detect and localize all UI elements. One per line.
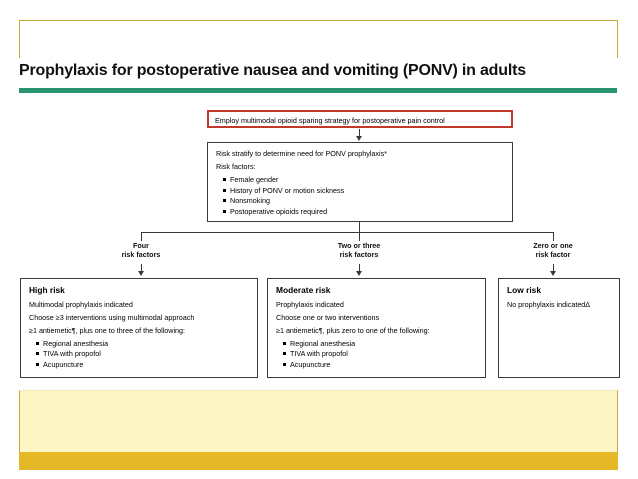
low-risk-box: Low risk No prophylaxis indicatedΔ (498, 278, 620, 378)
moderate-risk-interventions: Regional anesthesia TIVA with propofol A… (276, 339, 477, 369)
list-item: Regional anesthesia (283, 339, 477, 348)
risk-factors-list: Female gender History of PONV or motion … (216, 175, 504, 216)
footer-cream-band (19, 390, 618, 452)
arrowhead-icon (356, 271, 362, 276)
connector-to-moderate-risk (359, 264, 360, 273)
branch-label-two-or-three: Two or three risk factors (309, 241, 409, 260)
moderate-risk-line-1: Prophylaxis indicated (276, 299, 344, 309)
list-item: Female gender (223, 175, 504, 184)
high-risk-title: High risk (29, 285, 65, 295)
moderate-risk-line-2: Choose one or two interventions (276, 312, 380, 322)
connector-stratify-down (359, 222, 360, 232)
list-item: Nonsmoking (223, 196, 504, 205)
arrowhead-icon (138, 271, 144, 276)
connector-opioid-to-stratify (359, 129, 360, 137)
connector-horizontal-bus (141, 232, 554, 233)
page-title: Prophylaxis for postoperative nausea and… (19, 62, 526, 79)
branch-label-line2: risk factor (535, 250, 571, 260)
risk-stratify-heading: Risk stratify to determine need for PONV… (216, 149, 387, 158)
list-item: TIVA with propofol (36, 349, 249, 358)
title-divider (19, 88, 617, 93)
risk-stratify-box: Risk stratify to determine need for PONV… (207, 142, 513, 222)
connector-branch-middle (359, 232, 360, 241)
branch-label-zero-or-one: Zero or one risk factor (503, 241, 603, 260)
list-item: Acupuncture (36, 360, 249, 369)
high-risk-box: High risk Multimodal prophylaxis indicat… (20, 278, 258, 378)
branch-label-line1: Four (133, 241, 149, 250)
opioid-strategy-text: Employ multimodal opioid sparing strateg… (215, 116, 445, 125)
moderate-risk-line-3: ≥1 antiemetic¶, plus zero to one of the … (276, 325, 430, 335)
connector-branch-right (553, 232, 554, 241)
arrowhead-icon (356, 136, 362, 141)
connector-to-high-risk (141, 264, 142, 273)
moderate-risk-title: Moderate risk (276, 285, 331, 295)
high-risk-interventions: Regional anesthesia TIVA with propofol A… (29, 339, 249, 369)
slide-header-frame (19, 20, 618, 58)
list-item: Regional anesthesia (36, 339, 249, 348)
arrowhead-icon (550, 271, 556, 276)
high-risk-line-2: Choose ≥3 interventions using multimodal… (29, 312, 195, 322)
branch-label-line1: Zero or one (533, 241, 573, 250)
footer-gold-band (19, 452, 618, 470)
connector-branch-left (141, 232, 142, 241)
list-item: Acupuncture (283, 360, 477, 369)
branch-label-line1: Two or three (337, 241, 381, 250)
opioid-strategy-box: Employ multimodal opioid sparing strateg… (207, 110, 513, 128)
branch-label-line2: risk factors (121, 250, 161, 260)
list-item: TIVA with propofol (283, 349, 477, 358)
high-risk-line-3: ≥1 antiemetic¶, plus one to three of the… (29, 325, 186, 335)
low-risk-line-1: No prophylaxis indicatedΔ (507, 299, 591, 309)
moderate-risk-box: Moderate risk Prophylaxis indicated Choo… (267, 278, 486, 378)
branch-label-four: Four risk factors (91, 241, 191, 260)
risk-factors-subheading: Risk factors: (216, 162, 256, 171)
branch-label-line2: risk factors (339, 250, 379, 260)
connector-to-low-risk (553, 264, 554, 273)
low-risk-title: Low risk (507, 285, 541, 295)
list-item: History of PONV or motion sickness (223, 186, 504, 195)
high-risk-line-1: Multimodal prophylaxis indicated (29, 299, 133, 309)
list-item: Postoperative opioids required (223, 207, 504, 216)
